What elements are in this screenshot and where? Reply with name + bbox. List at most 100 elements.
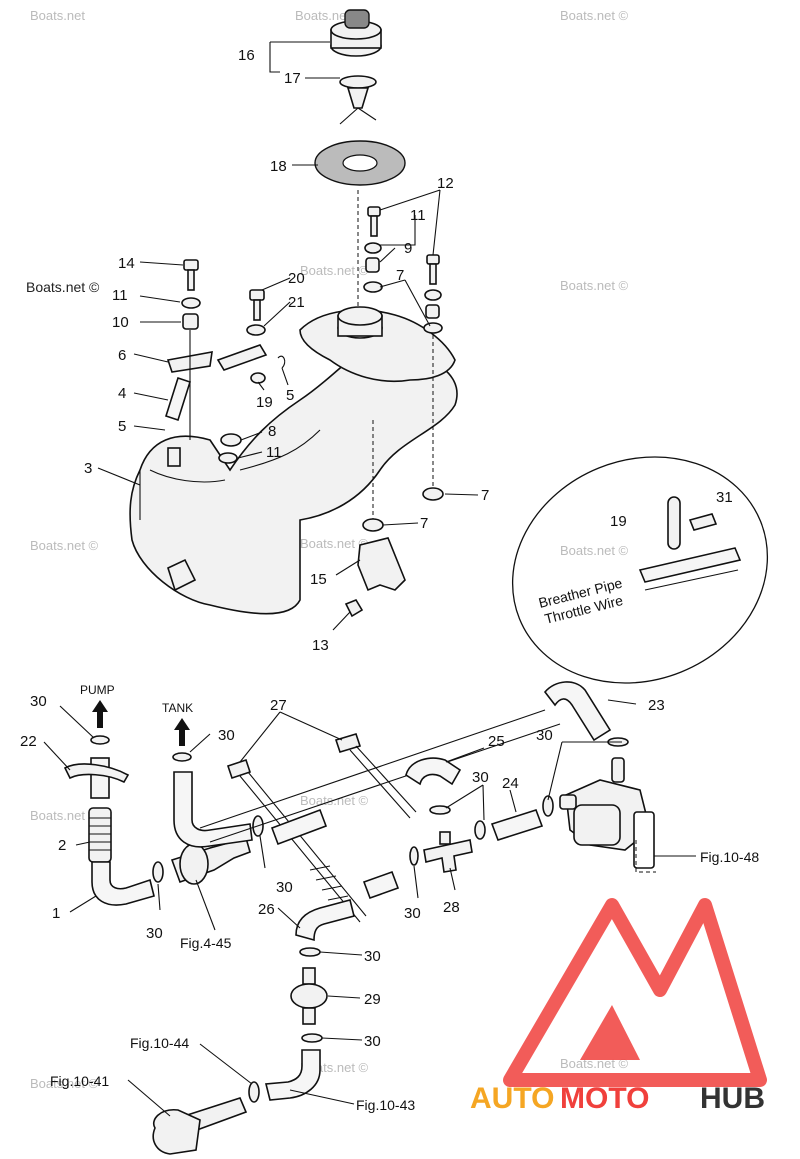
callout-3: 3 [84,460,92,477]
valve-stem [302,967,316,985]
callout-30: 30 [364,948,381,965]
callout-5: 5 [286,387,294,404]
callout-26: 26 [258,901,275,918]
watermark: Boats.net © [560,543,629,558]
callout-21: 21 [288,294,305,311]
breather-pipe-detail [638,547,742,583]
collar [425,304,440,319]
callout-31: 31 [716,489,733,506]
bolt-12a [367,206,381,237]
hose-1 [91,861,155,906]
callout-28: 28 [443,899,460,916]
watermark: Boats.net © [300,263,369,278]
hose-clip-30 [90,735,110,745]
hose-clip-30 [474,820,486,840]
hose-23 [543,681,612,742]
fig-10-43-label: Fig.10-43 [356,1097,415,1113]
grommet-8 [220,433,242,447]
grommet [423,322,443,334]
zip-tie-head [334,733,362,753]
watermark: Boats.net © [30,1076,99,1091]
bracket-15 [357,537,406,592]
hose-clip-30 [301,1033,323,1043]
hose-clip-30 [248,1081,260,1103]
callout-19: 19 [610,513,627,530]
callout-30: 30 [146,925,163,942]
watermark: Boats.net [295,8,350,23]
cap-seal [339,75,377,125]
washer-11b [218,452,238,464]
callout-11: 11 [266,444,282,461]
bolt-12b [426,254,440,285]
hose-clip-30 [299,947,321,957]
callout-9: 9 [404,240,412,257]
hose-clip-30 [152,861,164,883]
hose-short [270,808,328,846]
hose-clip-30 [542,795,554,817]
t-joint-28 [423,839,473,873]
hose-assembly [63,681,656,1155]
pump-label: PUMP [80,683,115,697]
hose-clip-30 [409,846,419,866]
t-joint-branch [439,831,451,845]
logo-text-auto: AUTO [470,1082,554,1115]
automotohub-logo: AUTO MOTO HUB [470,898,767,1115]
hose-25 [405,757,462,786]
valve-29 [290,983,328,1009]
hose-bottom [264,1049,321,1101]
watermark: Boats.net [30,8,85,23]
hose-clip-30 [429,805,451,815]
collar-9 [365,257,380,273]
callout-19: 19 [256,394,273,411]
fuel-cap [330,9,382,57]
hose-26 [295,899,355,942]
callout-30: 30 [276,879,293,896]
tank-label: TANK [162,701,193,715]
grommet-7 [363,281,383,293]
callout-30: 30 [536,727,553,744]
watermark: Boats.net © [30,538,99,553]
hose-tank [173,771,253,848]
leader-lines-bottom [43,699,696,1117]
fuel-connector-body [152,1109,201,1155]
callout-30: 30 [30,693,47,710]
watermark: Boats.net © [30,808,99,823]
detail-inset [511,456,769,684]
callout-11: 11 [112,287,128,304]
washer [424,289,442,301]
watermark: Boats.net © [560,8,629,23]
callout-23: 23 [648,697,665,714]
callout-17: 17 [284,70,301,87]
washer-21 [246,324,266,336]
callout-30: 30 [218,727,235,744]
fig-10-44-label: Fig.10-44 [130,1035,189,1051]
grommet-7b [422,487,444,501]
hose-short [362,870,400,900]
zip-tie-head [226,758,252,780]
arrow-up-icon [174,718,190,746]
callout-8: 8 [268,423,276,440]
clamp-19 [250,372,266,384]
fuel-tank [129,306,458,615]
callout-16: 16 [238,47,255,64]
hose-clip-30 [172,752,192,762]
callout-10: 10 [112,314,129,331]
tank-gasket [314,140,406,186]
washer [364,242,382,254]
callout-24: 24 [502,775,519,792]
screw-31 [688,513,718,531]
hose-clip-22 [63,763,130,784]
callout-13: 13 [312,637,329,654]
fig-10-48-label: Fig.10-48 [700,849,759,865]
washer-11 [181,297,201,309]
fitting [167,447,181,467]
bolt-20 [249,289,265,321]
callout-27: 27 [270,697,287,714]
watermarks: Boats.net Boats.net Boats.net © Boats.ne… [26,8,629,1091]
callout-7: 7 [420,515,428,532]
callout-4: 4 [118,385,126,402]
watermark: Boats.net © [300,536,369,551]
callout-6: 6 [118,347,126,364]
fuel-filter-body [179,843,209,885]
